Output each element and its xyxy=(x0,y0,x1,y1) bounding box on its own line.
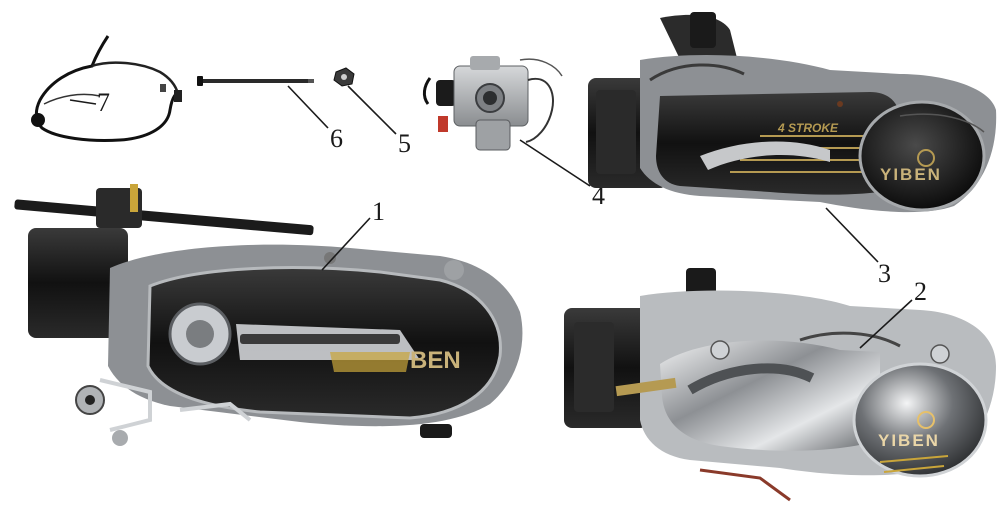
leader-line-7 xyxy=(69,99,97,105)
leader-line-2 xyxy=(859,299,913,349)
leader-line-5 xyxy=(347,85,397,135)
callout-7: 7 xyxy=(97,88,110,117)
part-2-chrome-engine-assembly: YIBEN xyxy=(564,268,996,502)
brand-logo-text: YIBEN xyxy=(880,165,942,184)
callout-1: 1 xyxy=(372,197,385,226)
leader-line-3 xyxy=(825,207,879,263)
callout-5: 5 xyxy=(398,129,411,158)
callout-6: 6 xyxy=(330,124,343,153)
brand-partial-logo-text: BEN xyxy=(410,347,461,374)
part-4-carburetor xyxy=(422,56,563,151)
part-7-wiring-harness xyxy=(31,35,182,142)
leader-line-4 xyxy=(519,139,591,187)
leader-line-1 xyxy=(321,217,371,271)
left-bracket-assembly xyxy=(75,378,252,446)
callout-3: 3 xyxy=(878,259,891,288)
brand-chrome-logo-text: YIBEN xyxy=(878,431,940,450)
part-6-engine-bolt xyxy=(197,76,314,86)
part-5-nut xyxy=(333,67,355,87)
part-3-engine-assembly: 4 STROKE YIBEN xyxy=(588,12,997,213)
callout-2: 2 xyxy=(914,277,927,306)
callout-4: 4 xyxy=(592,181,605,210)
part-1-engine-assembly: BEN xyxy=(14,184,523,446)
stroke-label: 4 STROKE xyxy=(777,121,839,135)
leader-line-6 xyxy=(287,85,329,129)
